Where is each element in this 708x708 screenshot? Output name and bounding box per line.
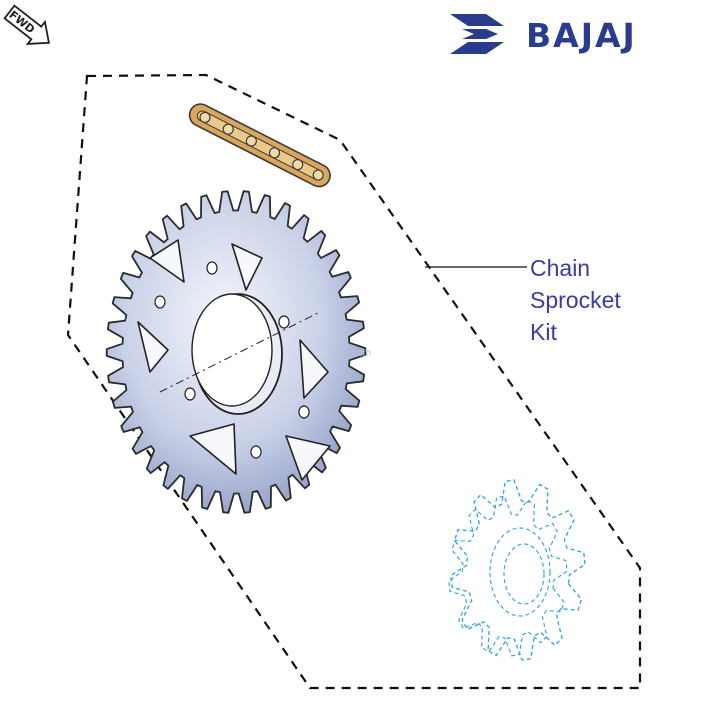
- brand-wordmark: BAJAJ: [526, 16, 637, 55]
- arrow-forward-icon: [3, 4, 50, 45]
- watermark-text: ruim.com: [330, 348, 371, 359]
- front-sprocket-teeth: [450, 479, 586, 661]
- callout-line-chain: Chain: [530, 255, 591, 281]
- front-sprocket-teeth-back: [448, 495, 568, 657]
- kit-outline: [66, 73, 642, 690]
- sprocket-axis-line: [159, 311, 321, 393]
- front-sprocket-hub: [489, 527, 551, 617]
- sprocket-bolt-hole: [154, 295, 166, 309]
- sprocket-bore-inner: [191, 293, 273, 407]
- callout-line-kit: Kit: [530, 319, 557, 345]
- sprocket-bolt-hole: [298, 405, 310, 419]
- sprocket-bolt-hole: [250, 445, 262, 459]
- chain-segment: [188, 103, 331, 188]
- sprocket-bolt-hole: [184, 387, 196, 401]
- front-sprocket: [448, 479, 586, 661]
- sprocket-lightening-hole: [231, 243, 263, 291]
- sprocket-lightening-hole: [285, 435, 331, 481]
- sprocket-lightening-hole: [189, 423, 237, 475]
- rear-sprocket: [105, 190, 367, 514]
- bajaj-wing-logo: [450, 14, 504, 54]
- sprocket-bolt-hole: [206, 261, 218, 275]
- fwd-badge: FWD: [3, 4, 50, 45]
- sprocket-lightening-hole: [149, 239, 185, 283]
- sprocket-bolt-hole: [278, 315, 290, 329]
- front-sprocket-bore: [503, 543, 545, 605]
- sprocket-lightening-hole: [299, 339, 329, 399]
- callout-line-sprocket: Sprocket: [530, 287, 621, 313]
- sprocket-lightening-hole: [137, 321, 169, 373]
